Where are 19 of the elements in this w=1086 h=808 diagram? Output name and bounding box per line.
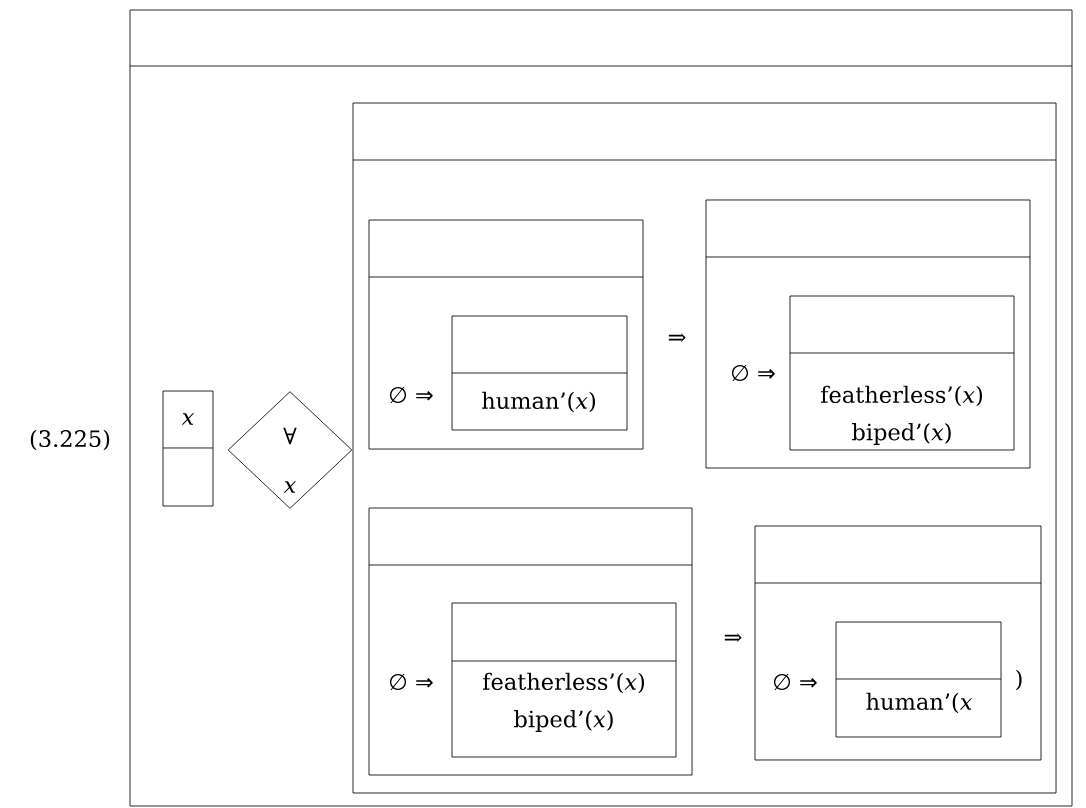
condition-text: human’(x xyxy=(866,692,973,714)
implication-text: ∅ ⇒ xyxy=(773,673,817,691)
drs-box xyxy=(129,9,1073,807)
quantifier-symbol: ∀ xyxy=(283,427,297,445)
condition-text: featherless’(x) xyxy=(821,385,982,407)
parenthesis-text: ) xyxy=(1016,669,1022,691)
implication-text: ∅ ⇒ xyxy=(389,673,433,691)
condition-text: biped’(x) xyxy=(514,710,613,732)
implication-symbol: ⇒ xyxy=(724,633,742,643)
condition-text: human’(x) xyxy=(482,391,595,413)
variable-text: x xyxy=(283,481,296,493)
variable-text: x xyxy=(181,413,194,425)
implication-text: ∅ ⇒ xyxy=(731,364,775,382)
equation-number: (3.225) xyxy=(30,429,110,451)
implication-symbol: ⇒ xyxy=(668,333,686,343)
drs-box xyxy=(352,102,1057,794)
condition-text: biped’(x) xyxy=(852,423,951,445)
implication-text: ∅ ⇒ xyxy=(389,386,433,404)
condition-text: featherless’(x) xyxy=(483,672,644,694)
